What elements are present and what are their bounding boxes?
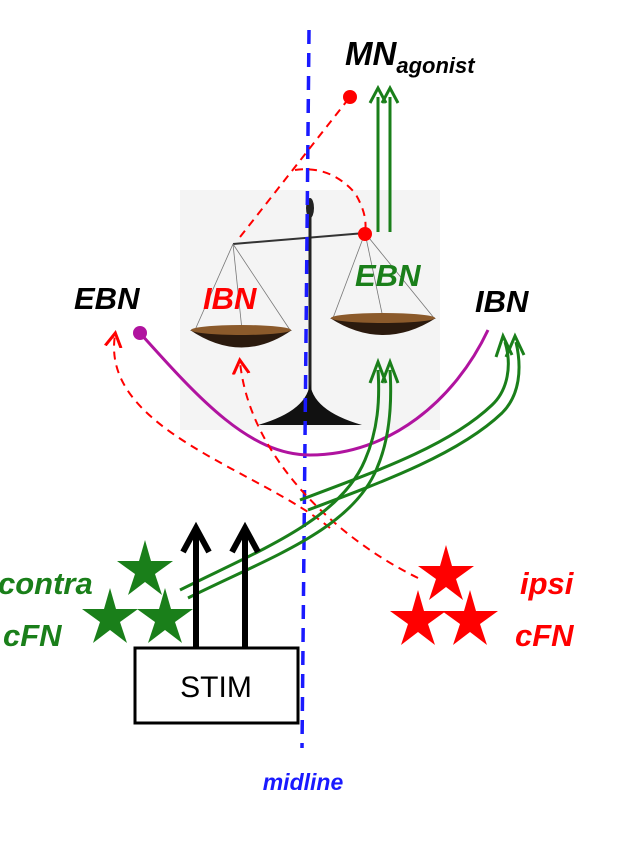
ebn-to-mn-arrow (368, 84, 400, 232)
stim-box: STIM (133, 646, 300, 725)
ipsi-label-line1: ipsi (520, 566, 575, 601)
ibn-scale-label: IBN (203, 281, 257, 316)
star-icon (117, 540, 173, 595)
star-icon (418, 545, 474, 600)
balance-scale-icon (180, 190, 440, 430)
mn-sub-text: agonist (396, 53, 476, 78)
ebn-left-label: EBN (74, 281, 140, 316)
ipsi-cfn-projections (114, 335, 419, 579)
star-icon (82, 588, 138, 643)
ipsi-label-line2: cFN (515, 618, 574, 653)
star-icon (442, 590, 498, 645)
stim-label: STIM (180, 671, 252, 704)
mn-main-text: MN (345, 35, 397, 72)
star-icon (137, 588, 193, 643)
contra-label-line2: cFN (3, 618, 62, 653)
star-icon (390, 590, 446, 645)
mn-agonist-label: MNagonist (345, 35, 476, 78)
contra-cfn-projections (179, 331, 526, 600)
midline-label: midline (263, 769, 344, 795)
magenta-projection (133, 326, 490, 457)
stim-arrows (180, 521, 261, 648)
ebn-scale-label: EBN (355, 258, 421, 293)
contra-label-line1: contra (0, 566, 93, 601)
ibn-to-mn-inhibition (239, 90, 372, 241)
ibn-right-label: IBN (475, 284, 529, 319)
midline-line (300, 29, 311, 749)
contra-cfn-stars (82, 540, 193, 643)
ipsi-cfn-stars (390, 545, 498, 645)
